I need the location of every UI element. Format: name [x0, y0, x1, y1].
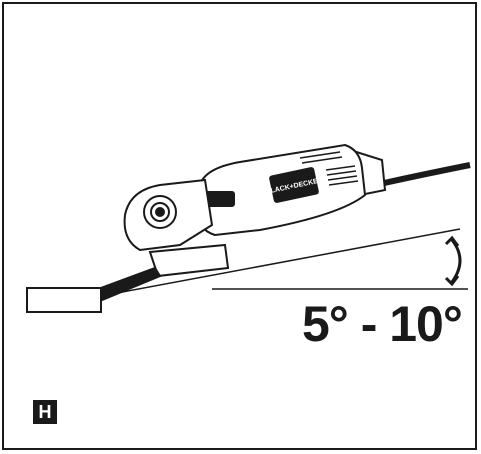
work-surface-icon	[26, 228, 468, 313]
figure-frame	[2, 2, 477, 450]
figure-label-badge: H	[33, 400, 57, 424]
angle-arc-arrow-icon	[444, 235, 462, 287]
angle-range-label: 5° - 10°	[302, 296, 463, 352]
angle-grinder-icon	[99, 143, 471, 302]
